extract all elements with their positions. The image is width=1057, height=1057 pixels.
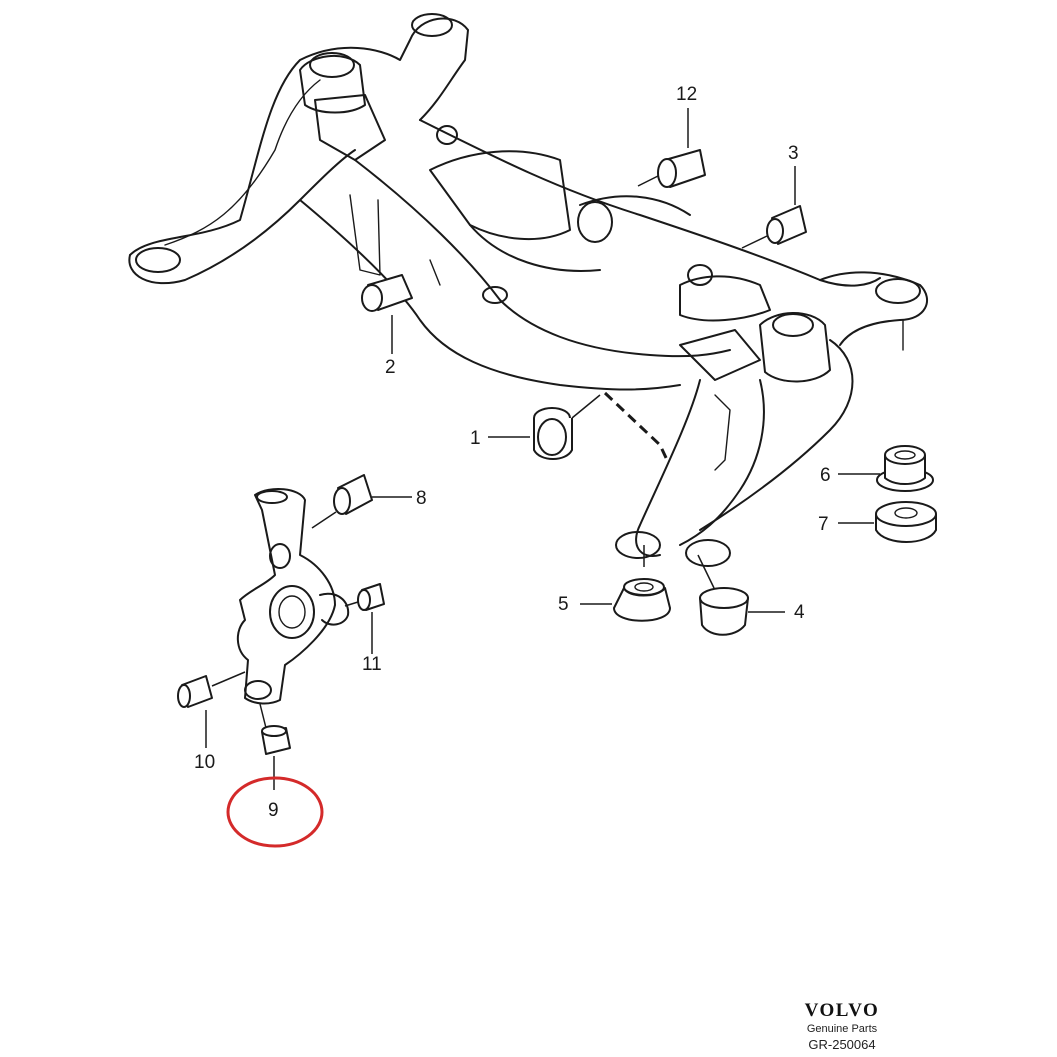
bushing-1 bbox=[488, 394, 601, 460]
bushing-6 bbox=[838, 445, 934, 492]
callout-9: 9 bbox=[268, 800, 279, 821]
callout-2: 2 bbox=[385, 357, 396, 378]
bushing-12 bbox=[637, 108, 706, 188]
volvo-brand-block: VOLVO Genuine Parts GR-250064 bbox=[787, 1000, 897, 1054]
bushing-10 bbox=[177, 671, 246, 748]
highlight-circle bbox=[226, 776, 324, 848]
callout-7: 7 bbox=[818, 514, 829, 535]
callout-1: 1 bbox=[470, 428, 481, 449]
bushing-5 bbox=[580, 545, 671, 622]
bushing-11 bbox=[344, 583, 385, 654]
bushing-7 bbox=[838, 501, 937, 543]
callout-3: 3 bbox=[788, 143, 799, 164]
diagram-reference: GR-250064 bbox=[808, 1037, 876, 1052]
bushing-8 bbox=[311, 474, 412, 529]
callout-11: 11 bbox=[362, 654, 382, 675]
brand-subtitle: Genuine Parts bbox=[806, 1023, 878, 1035]
volvo-logo: VOLVO bbox=[804, 1000, 880, 1021]
steering-knuckle bbox=[236, 488, 350, 705]
callout-6: 6 bbox=[820, 465, 831, 486]
callout-12: 12 bbox=[676, 84, 697, 105]
bushing-4 bbox=[697, 554, 785, 636]
callout-5: 5 bbox=[558, 594, 569, 615]
callout-10: 10 bbox=[194, 752, 215, 773]
callout-4: 4 bbox=[794, 602, 805, 623]
bushing-2 bbox=[361, 274, 413, 354]
bushing-3 bbox=[741, 166, 807, 249]
callout-8: 8 bbox=[416, 488, 427, 509]
rear-subframe bbox=[128, 13, 929, 567]
bushing-9 bbox=[259, 703, 291, 790]
